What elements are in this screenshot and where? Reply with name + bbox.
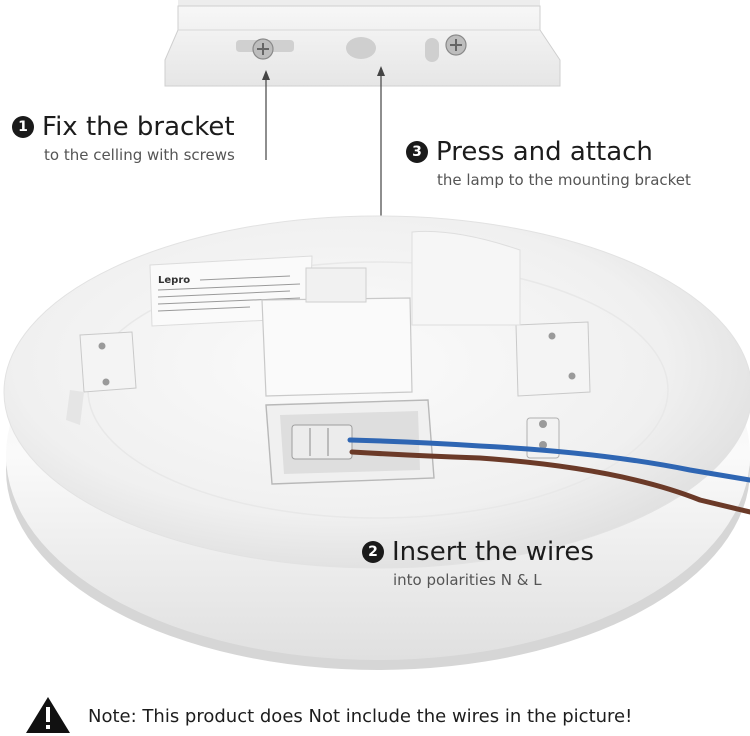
step-title: Fix the bracket <box>42 112 235 142</box>
mounting-bracket <box>164 0 561 87</box>
step-insert-wires: 2 Insert the wires into polarities N & L <box>362 537 594 589</box>
step-subtitle: into polarities N & L <box>393 571 542 589</box>
step-subtitle: to the celling with screws <box>44 146 235 164</box>
step-number-badge: 2 <box>362 541 384 563</box>
note-label: Note: <box>88 705 137 727</box>
step-subtitle: the lamp to the mounting bracket <box>437 171 691 189</box>
step-number-badge: 3 <box>406 141 428 163</box>
note-text: Note: This product does Not include the … <box>88 706 632 727</box>
step-title: Press and attach <box>436 137 653 167</box>
step-number-badge: 1 <box>12 116 34 138</box>
note-banner: Note: This product does Not include the … <box>26 697 632 735</box>
step-fix-bracket: 1 Fix the bracket to the celling with sc… <box>12 112 235 164</box>
step-press-attach: 3 Press and attach the lamp to the mount… <box>406 137 691 189</box>
note-message: This product does Not include the wires … <box>142 705 633 727</box>
lamp-brand-label: Lepro <box>158 275 190 286</box>
step-title: Insert the wires <box>392 537 594 567</box>
ceiling-lamp: Lepro <box>3 215 750 670</box>
warning-triangle-icon <box>26 697 70 733</box>
